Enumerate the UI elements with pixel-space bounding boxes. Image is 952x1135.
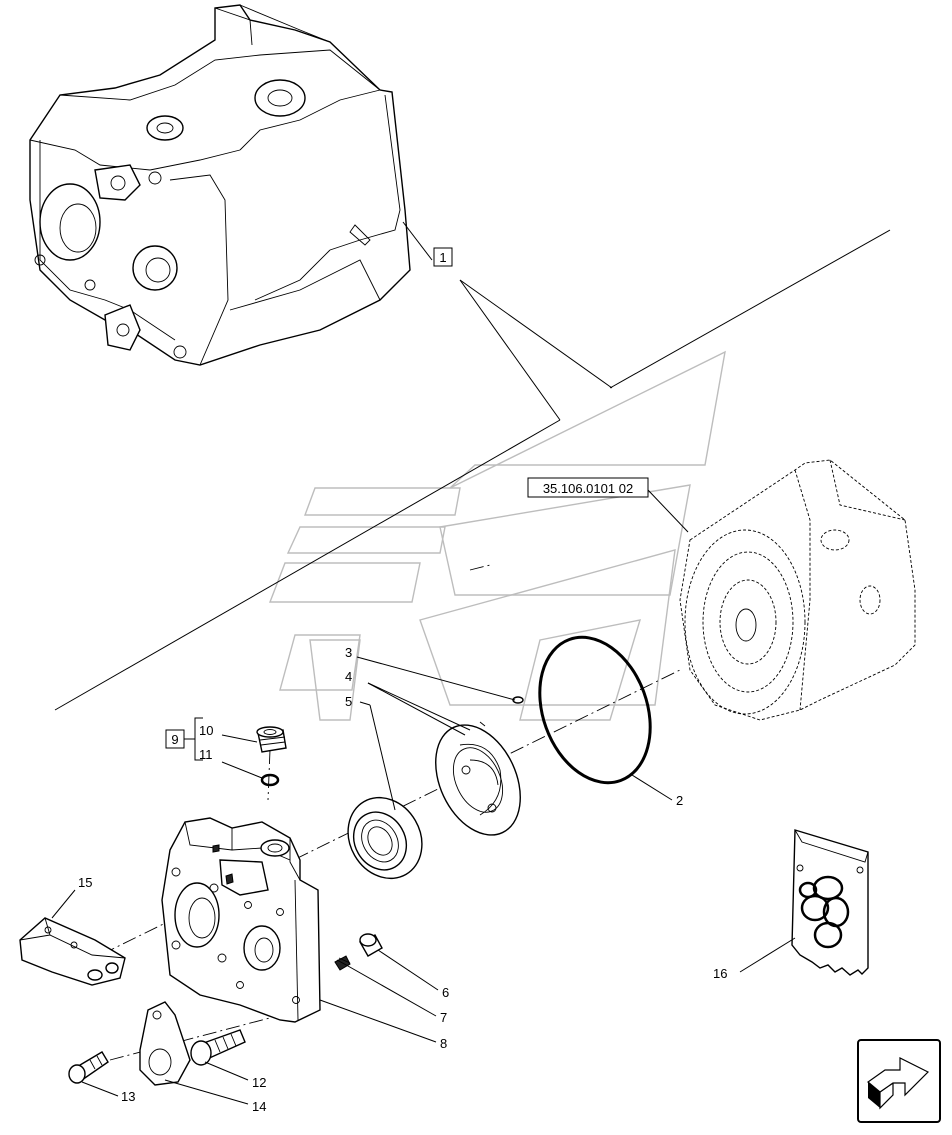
reference-pump (679, 459, 916, 721)
callout-6: 6 (442, 985, 449, 1000)
diagonal-line (54, 419, 561, 711)
callout-4: 4 (345, 669, 352, 684)
reference-number: 35.106.0101 02 (543, 481, 633, 496)
callout-9: 9 (165, 717, 203, 761)
bearing (347, 796, 423, 880)
callout-5: 5 (345, 694, 352, 709)
mounting-bracket (139, 1001, 191, 1086)
leader-line (402, 221, 433, 261)
pump-assembly (29, 4, 411, 366)
callout-7: 7 (440, 1010, 447, 1025)
center-axis (469, 564, 491, 571)
pin (512, 696, 524, 704)
diagonal-line (609, 229, 891, 389)
leader-line (459, 279, 613, 389)
callout-1: 1 (433, 247, 453, 267)
callout-15: 15 (78, 875, 92, 890)
seal-kit-bag (791, 829, 869, 976)
screw-12 (190, 1029, 246, 1066)
chevron-logo-watermark (268, 350, 726, 721)
reference-box: 35.106.0101 02 (527, 477, 689, 533)
seal-ring (260, 773, 280, 787)
leader-line (459, 279, 561, 421)
callout-14: 14 (252, 1099, 266, 1114)
callout-12: 12 (252, 1075, 266, 1090)
solenoid-valve (19, 917, 126, 986)
screw-13 (68, 1051, 109, 1084)
next-page-arrow-icon[interactable] (857, 1039, 941, 1123)
callout-8: 8 (440, 1036, 447, 1051)
callout-16: 16 (713, 966, 727, 981)
callout-3: 3 (345, 645, 352, 660)
svg-text:9: 9 (171, 732, 178, 747)
callout-10: 10 (199, 723, 213, 738)
plug-6 (359, 933, 383, 957)
callout-13: 13 (121, 1089, 135, 1104)
screw-7 (334, 955, 351, 971)
callout-label: 1 (439, 250, 446, 265)
o-ring (538, 635, 652, 785)
callout-11: 11 (199, 747, 213, 762)
valve-body (161, 817, 321, 1023)
center-axis (79, 669, 681, 966)
plug (256, 726, 287, 753)
port-plate (435, 721, 521, 836)
callout-2: 2 (676, 793, 683, 808)
